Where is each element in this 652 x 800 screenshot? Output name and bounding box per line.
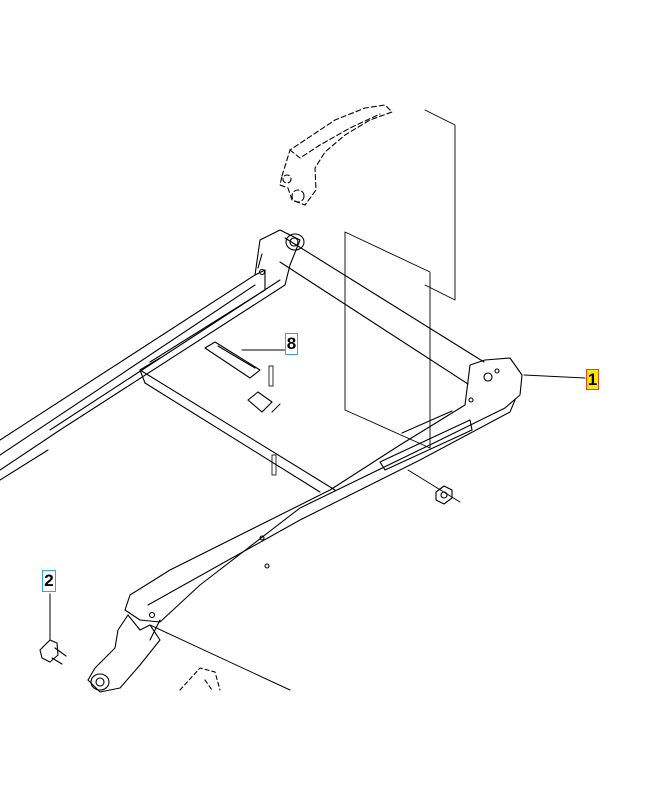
bolt [39, 639, 67, 665]
callout-part-2[interactable]: 2 [42, 570, 56, 592]
callout-part-1[interactable]: 1 [586, 369, 599, 390]
rear-cross-tube [279, 233, 485, 385]
leader-lines [49, 349, 586, 691]
part-number-marks [268, 365, 277, 476]
part-number-mark [268, 365, 274, 387]
middle-crossbar [139, 357, 336, 493]
reference-panel [344, 109, 456, 449]
handle-assembly-dashed [279, 104, 393, 206]
pivot-bracket [87, 611, 161, 693]
hairpin-clip [204, 341, 273, 413]
right-rail [124, 357, 523, 623]
part-number-mark [271, 454, 277, 476]
left-rail [0, 229, 301, 481]
lower-dashed-parts [179, 667, 221, 691]
callout-part-8[interactable]: 8 [285, 333, 298, 355]
